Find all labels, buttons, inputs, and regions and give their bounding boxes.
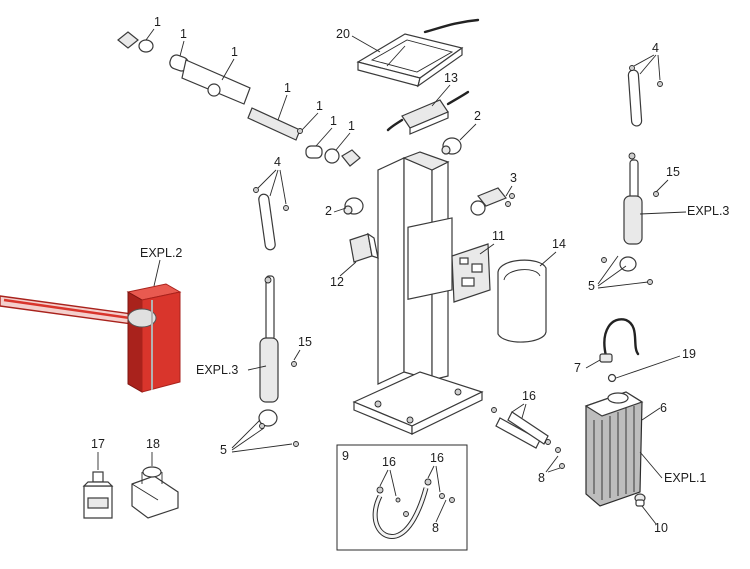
part-3-sensor	[470, 187, 515, 216]
label-13: 13	[444, 71, 458, 85]
strut-assembly-right	[601, 152, 653, 285]
part-9-kit-box	[336, 444, 468, 551]
label-16-c: 16	[430, 451, 444, 465]
label-expl2: EXPL.2	[140, 246, 182, 260]
label-2-a: 2	[474, 109, 481, 123]
label-4-b: 4	[652, 41, 659, 55]
barrier-expl2	[0, 283, 182, 393]
label-20: 20	[336, 27, 350, 41]
label-1-c: 1	[231, 45, 238, 59]
label-19: 19	[682, 347, 696, 361]
part-10-fitting	[634, 493, 646, 507]
label-1-e: 1	[316, 99, 323, 113]
part-20-top-cover	[356, 18, 480, 88]
label-1-g: 1	[348, 119, 355, 133]
label-1-d: 1	[284, 81, 291, 95]
label-14: 14	[552, 237, 566, 251]
label-17: 17	[91, 437, 105, 451]
label-1-b: 1	[180, 27, 187, 41]
label-16-a: 16	[522, 389, 536, 403]
label-1-f: 1	[330, 114, 337, 128]
label-16-b: 16	[382, 455, 396, 469]
part-7-19-cable-sensor	[599, 318, 640, 383]
label-2-b: 2	[325, 204, 332, 218]
part-11-control-board	[451, 243, 491, 303]
label-4-a: 4	[274, 155, 281, 169]
part-4-spring-left	[253, 187, 289, 251]
part-18-release-key	[131, 466, 179, 519]
part-14-battery	[497, 259, 547, 343]
label-expl3-left: EXPL.3	[196, 363, 238, 377]
label-3: 3	[510, 171, 517, 185]
label-15-a: 15	[666, 165, 680, 179]
label-9: 9	[342, 449, 349, 463]
label-10: 10	[654, 521, 668, 535]
part-12-junction-box	[349, 232, 379, 263]
label-5-a: 5	[588, 279, 595, 293]
part-17-oil-bottle	[82, 471, 114, 519]
part-6-motor	[584, 391, 644, 507]
label-1-a: 1	[154, 15, 161, 29]
label-8-a: 8	[538, 471, 545, 485]
cabinet-frame	[352, 151, 484, 435]
label-5-b: 5	[220, 443, 227, 457]
part-13-power-supply	[386, 90, 470, 135]
strut-assembly-left	[258, 275, 299, 447]
label-7: 7	[574, 361, 581, 375]
part-16-linkage-right	[491, 407, 565, 469]
label-18: 18	[146, 437, 160, 451]
part-4-spring-right	[627, 65, 663, 127]
label-12: 12	[330, 275, 344, 289]
label-11: 11	[492, 229, 505, 243]
label-8-b: 8	[432, 521, 439, 535]
part-1-shaft-assembly	[117, 31, 361, 167]
part-2-pulleys	[343, 137, 462, 215]
label-6: 6	[660, 401, 667, 415]
label-expl3-right: EXPL.3	[687, 204, 729, 218]
label-15-b: 15	[298, 335, 312, 349]
label-expl1: EXPL.1	[664, 471, 706, 485]
